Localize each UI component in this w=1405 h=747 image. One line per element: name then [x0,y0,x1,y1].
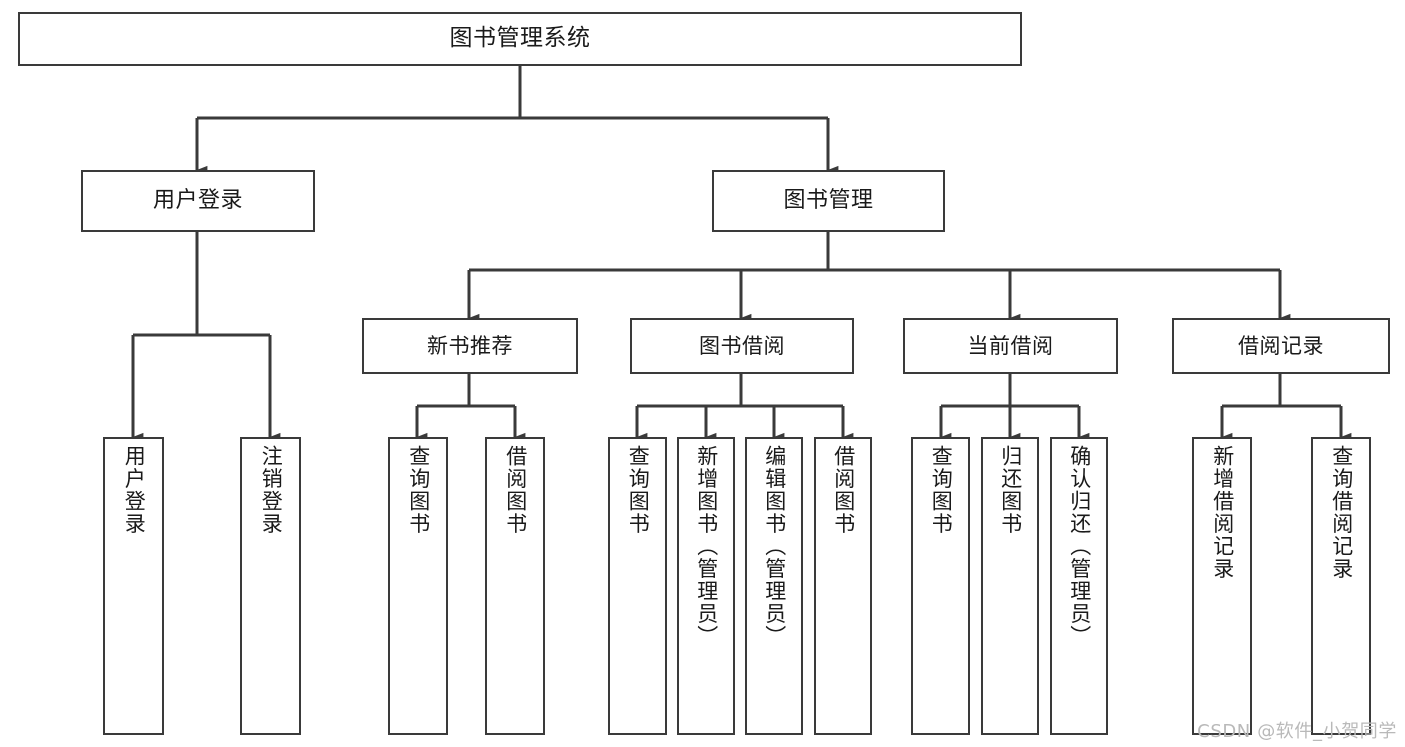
leaf-current-borrow-2[interactable]: 归还图书 [981,437,1039,735]
leaf-new-book-2[interactable]: 借阅图书 [485,437,545,735]
node-book-management[interactable]: 图书管理 [712,170,945,232]
leaf-current-borrow-2-label: 归还图书 [998,445,1023,535]
leaf-book-borrow-2[interactable]: 新增图书（管理员） [677,437,735,735]
leaf-borrow-record-1[interactable]: 新增借阅记录 [1192,437,1252,735]
node-book-management-label: 图书管理 [783,188,874,214]
leaf-book-borrow-4-label: 借阅图书 [831,445,856,535]
leaf-new-book-1-label: 查询图书 [406,445,431,535]
leaf-book-borrow-4[interactable]: 借阅图书 [814,437,872,735]
node-borrow-record[interactable]: 借阅记录 [1172,318,1390,374]
leaf-current-borrow-1-label: 查询图书 [929,445,954,535]
leaf-book-borrow-1-label: 查询图书 [626,445,651,535]
leaf-new-book-1[interactable]: 查询图书 [388,437,448,735]
leaf-user-login-2-label: 注销登录 [259,445,284,535]
leaf-borrow-record-2[interactable]: 查询借阅记录 [1311,437,1371,735]
leaf-user-login-1[interactable]: 用户登录 [103,437,164,735]
node-root-label: 图书管理系统 [449,25,591,52]
node-new-book-recommend[interactable]: 新书推荐 [362,318,578,374]
node-book-borrow-label: 图书借阅 [699,333,785,358]
leaf-book-borrow-3-label: 编辑图书（管理员） [762,445,787,648]
node-current-borrow-label: 当前借阅 [967,333,1054,358]
leaf-current-borrow-3[interactable]: 确认归还（管理员） [1050,437,1108,735]
node-user-login[interactable]: 用户登录 [81,170,315,232]
node-new-book-recommend-label: 新书推荐 [427,333,513,358]
node-user-login-label: 用户登录 [152,188,243,214]
leaf-user-login-1-label: 用户登录 [122,445,147,535]
node-root[interactable]: 图书管理系统 [18,12,1022,66]
leaf-book-borrow-1[interactable]: 查询图书 [608,437,667,735]
leaf-current-borrow-3-label: 确认归还（管理员） [1067,445,1092,648]
csdn-watermark: CSDN @软件_小贺同学 [1197,721,1397,742]
node-book-borrow[interactable]: 图书借阅 [630,318,854,374]
node-borrow-record-label: 借阅记录 [1238,333,1324,358]
leaf-new-book-2-label: 借阅图书 [503,445,528,535]
node-current-borrow[interactable]: 当前借阅 [903,318,1118,374]
leaf-borrow-record-1-label: 新增借阅记录 [1210,445,1235,580]
leaf-book-borrow-2-label: 新增图书（管理员） [694,445,719,648]
leaf-current-borrow-1[interactable]: 查询图书 [911,437,970,735]
leaf-borrow-record-2-label: 查询借阅记录 [1329,445,1354,580]
leaf-book-borrow-3[interactable]: 编辑图书（管理员） [745,437,803,735]
leaf-user-login-2[interactable]: 注销登录 [240,437,301,735]
